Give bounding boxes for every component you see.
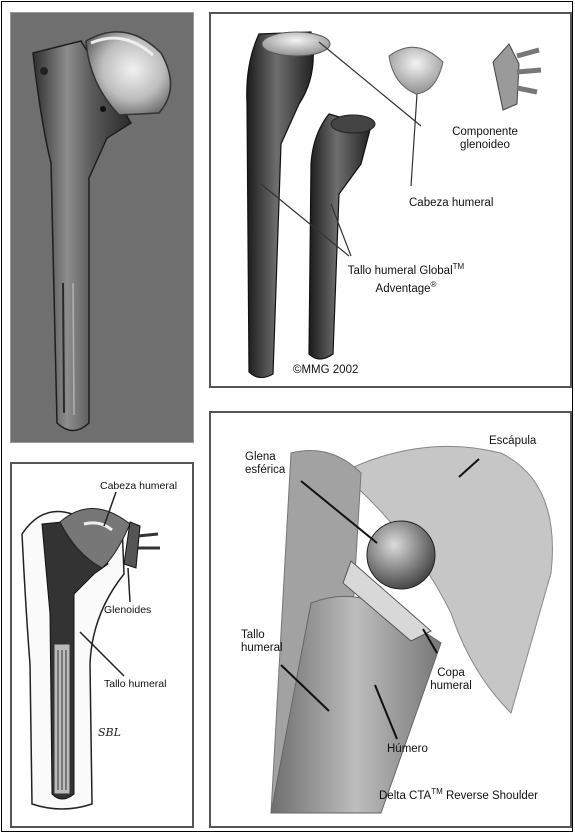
humeral-head-label: Cabeza humeral — [409, 197, 493, 210]
humeral-head-label: Cabeza humeral — [100, 480, 177, 493]
artist-signature: SBL — [98, 726, 121, 739]
scapula-label: Escápula — [489, 435, 536, 448]
humeral-stem-label: Tallo humeral GlobalTM Adventage® — [333, 260, 479, 296]
render-prosthesis-illustration — [11, 13, 193, 442]
humeral-stem-label: Tallo humeral — [241, 629, 283, 655]
reverse-shoulder-panel: Escápula Glena esférica Tallo humeral Co… — [209, 411, 572, 828]
line-drawing-panel: Cabeza humeral Glenoides Tallo humeral S… — [10, 462, 194, 828]
line-drawing-illustration — [12, 464, 192, 826]
render-prosthesis-panel — [10, 12, 194, 443]
glenoid-component-label: Componente glenoideo — [443, 126, 527, 152]
humeral-stem-label: Tallo humeral — [104, 678, 166, 691]
global-advantage-panel: Componente glenoideo Cabeza humeral Tall… — [209, 12, 572, 388]
global-advantage-illustration — [211, 14, 570, 386]
humerus-label: Húmero — [387, 743, 428, 756]
copyright-label: ©MMG 2002 — [293, 364, 358, 377]
glenoids-label: Glenoides — [104, 604, 151, 617]
caption-label: Delta CTATM Reverse Shoulder — [379, 785, 538, 803]
spherical-glenoid-label: Glena esférica — [245, 451, 285, 477]
humeral-cup-label: Copa humeral — [423, 667, 479, 693]
